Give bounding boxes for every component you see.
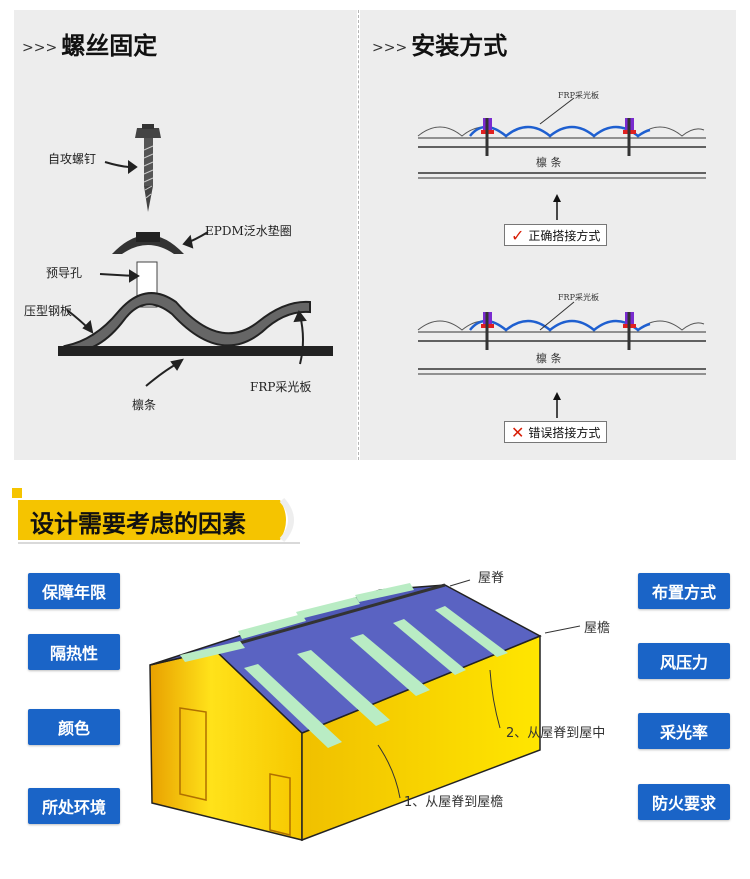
washer-icon [112,232,184,254]
factor-warranty-years: 保障年限 [28,573,120,609]
building-illustration [149,579,581,842]
design-factors-header: 设计需要考虑的因素 [18,490,290,542]
panel-divider [358,10,359,460]
wrong-method-label: 错误搭接方式 [528,425,601,440]
steel-sheet-shape [63,292,311,354]
installation-method-title: >>>安装方式 [372,26,507,61]
title-arrows-right: >>> [372,40,408,56]
factor-insulation: 隔热性 [28,634,120,670]
purlin-label-bottom: 檩 条 [536,352,562,365]
steel-sheet-label: 压型钢板 [24,304,73,318]
frp-label-top: FRP采光板 [558,91,599,100]
purlin-shape [58,346,333,356]
frp-label: FRP采光板 [250,380,312,394]
correct-method-badge: ✓正确搭接方式 [504,224,608,246]
purlin-label-top: 檩 条 [536,156,562,169]
screw-fixing-panel [14,10,357,460]
factor-fire-requirement: 防火要求 [638,784,730,820]
correct-method-label: 正确搭接方式 [528,228,601,243]
eave-label: 屋檐 [584,621,611,636]
factor-environment: 所处环境 [28,788,120,824]
factor-layout: 布置方式 [638,573,730,609]
title-arrows: >>> [22,40,58,56]
wrong-overlap-diagram [417,301,706,418]
factor-color: 颜色 [28,709,120,745]
ridge-label: 屋脊 [478,571,505,586]
screw-fixing-title-text: 螺丝固定 [61,32,158,60]
frp-label-bottom: FRP采光板 [558,293,599,302]
cross-icon: ✕ [511,422,525,442]
factor-lighting-rate: 采光率 [638,713,730,749]
factor-wind-pressure: 风压力 [638,643,730,679]
purlin-label: 檩条 [132,398,157,412]
wrong-method-badge: ✕错误搭接方式 [504,421,608,443]
design-factors-title: 设计需要考虑的因素 [30,510,246,538]
ridge-to-eave-label: 1、从屋脊到屋檐 [404,795,504,810]
check-icon: ✓ [511,225,525,245]
screw-fixing-title: >>>螺丝固定 [22,26,157,61]
installation-method-title-text: 安装方式 [411,32,508,60]
pilot-hole-label: 预导孔 [46,266,83,280]
screw-label: 自攻螺钉 [48,152,97,166]
ridge-to-middle-label: 2、从屋脊到屋中 [506,726,606,741]
washer-label: EPDM泛水垫圈 [205,224,292,238]
screw-icon [135,124,161,212]
correct-overlap-diagram [417,97,706,220]
design-header-decor [12,488,300,544]
